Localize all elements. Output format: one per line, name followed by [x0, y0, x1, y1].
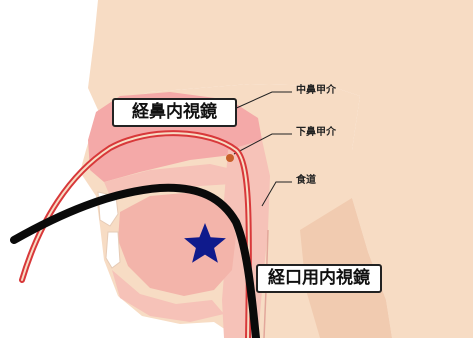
transoral-endoscope-label: 経口用内視鏡 — [256, 264, 382, 293]
inferior-turbinate-label: 下鼻甲介 — [296, 128, 336, 138]
middle-turbinate-label: 中鼻甲介 — [296, 86, 336, 96]
transnasal-endoscope-label: 経鼻内視鏡 — [112, 98, 237, 127]
esophagus-label: 食道 — [296, 176, 316, 186]
turbinate-spot — [226, 154, 234, 162]
